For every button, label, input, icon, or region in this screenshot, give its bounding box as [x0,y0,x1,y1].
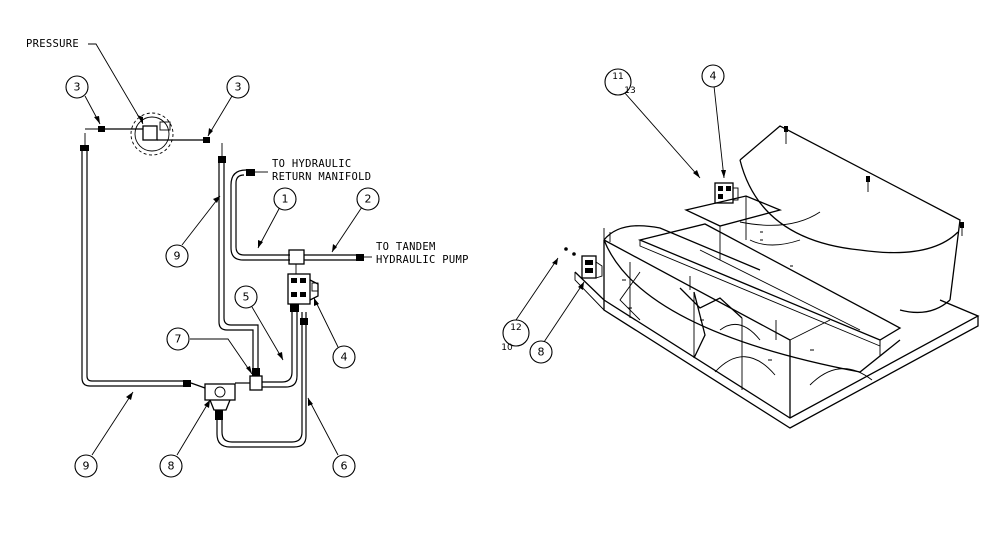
fitting-tandem [356,254,364,261]
tee-7 [249,375,263,391]
leader-3-right [207,95,233,137]
leader-2 [331,206,363,253]
isometric-frame-view: 11 13 4 12 10 8 [501,64,980,429]
hose-5-b [262,312,298,388]
hose-9-left-outer [81,150,185,387]
balloon-4-right: 4 [701,64,725,88]
hose-6-a [221,312,303,443]
svg-text:8: 8 [538,346,545,359]
svg-text:9: 9 [83,460,90,473]
balloon-12-10: 12 10 [501,319,530,353]
svg-text:3: 3 [74,81,81,94]
balloon-4: 4 [332,345,356,369]
left-curved-panel [603,239,901,373]
leader-4-right [713,85,725,179]
svg-text:3: 3 [235,81,242,94]
fitting-left-bottom [183,380,191,387]
svg-text:10: 10 [501,343,513,353]
balloon-3-right: 3 [226,75,250,99]
right-curved-shield [739,125,961,301]
svg-text:11: 11 [612,72,623,82]
fitting-left-top [80,145,89,151]
frame-base-lower [603,300,979,429]
leader-1 [257,206,281,249]
label-hydraulic-pump: HYDRAULIC PUMP [376,254,469,266]
svg-text:7: 7 [175,333,182,346]
hose-9-upper-b [223,162,259,368]
leader-9-upper [181,195,221,246]
valve-8-mounted [581,255,603,279]
pump-dashed-outline [130,112,174,156]
label-return-manifold: RETURN MANIFOLD [272,171,371,183]
frame-base-outline [574,271,980,419]
pump-flange [159,121,171,131]
fitting-upper-top [218,156,226,163]
frame-front-wall [603,239,791,418]
svg-text:13: 13 [624,86,635,96]
valve-8 [190,382,236,420]
balloon-5: 5 [234,285,258,309]
fitting-6-top [300,318,308,325]
label-to-hydraulic: TO HYDRAULIC [272,158,351,170]
svg-text:4: 4 [341,351,348,364]
hose-1-b [230,169,290,261]
fitting-5-top [290,304,299,312]
leader-7 [190,338,253,375]
leader-8-right [543,281,585,343]
pump-body [134,116,170,152]
leader-12-10 [515,257,559,321]
label-to-tandem: TO TANDEM [376,241,436,253]
svg-text:2: 2 [365,193,372,206]
upper-plate [684,195,783,227]
leader-9-lower [91,391,134,456]
fitting-3-left [98,126,105,132]
center-deck [637,223,902,341]
fitting-return [246,169,255,176]
balloon-1: 1 [273,187,297,211]
balloon-7: 7 [166,327,190,351]
balloon-11-13: 11 13 [604,68,636,96]
svg-text:8: 8 [168,460,175,473]
svg-text:9: 9 [174,250,181,263]
balloon-9-upper: 9 [165,244,189,268]
left-hose-schematic: PRESSURE [26,38,469,478]
hose-9-left-inner [86,150,185,382]
leader-11-13 [623,91,701,179]
balloon-6: 6 [332,454,356,478]
hose-1-a [235,174,290,256]
leader-5 [251,306,284,361]
svg-text:1: 1 [282,193,289,206]
balloon-9-lower: 9 [74,454,98,478]
leader-8 [176,399,211,456]
pressure-leader [88,43,144,125]
hose-6-b [216,312,307,448]
hose-9-upper-a [218,162,254,368]
leader-4 [313,297,339,348]
balloon-2: 2 [356,187,380,211]
pressure-arrowhead [137,115,143,124]
fitting-3-right [203,137,210,143]
svg-text:5: 5 [243,291,250,304]
pump-port [142,125,158,141]
svg-text:6: 6 [341,460,348,473]
hose-5-a [262,312,293,383]
tee-fitting [288,249,305,265]
valve-manifold-4 [287,273,319,305]
elbow-left [84,128,98,145]
balloon-3-left: 3 [65,75,89,99]
label-pressure: PRESSURE [26,38,79,50]
valve-4-mounted [714,182,739,204]
svg-text:4: 4 [710,70,717,83]
tee-7-top [252,368,260,376]
leader-6 [307,397,339,456]
balloon-8: 8 [159,454,183,478]
svg-text:12: 12 [510,323,521,333]
balloon-8-right: 8 [529,340,553,364]
